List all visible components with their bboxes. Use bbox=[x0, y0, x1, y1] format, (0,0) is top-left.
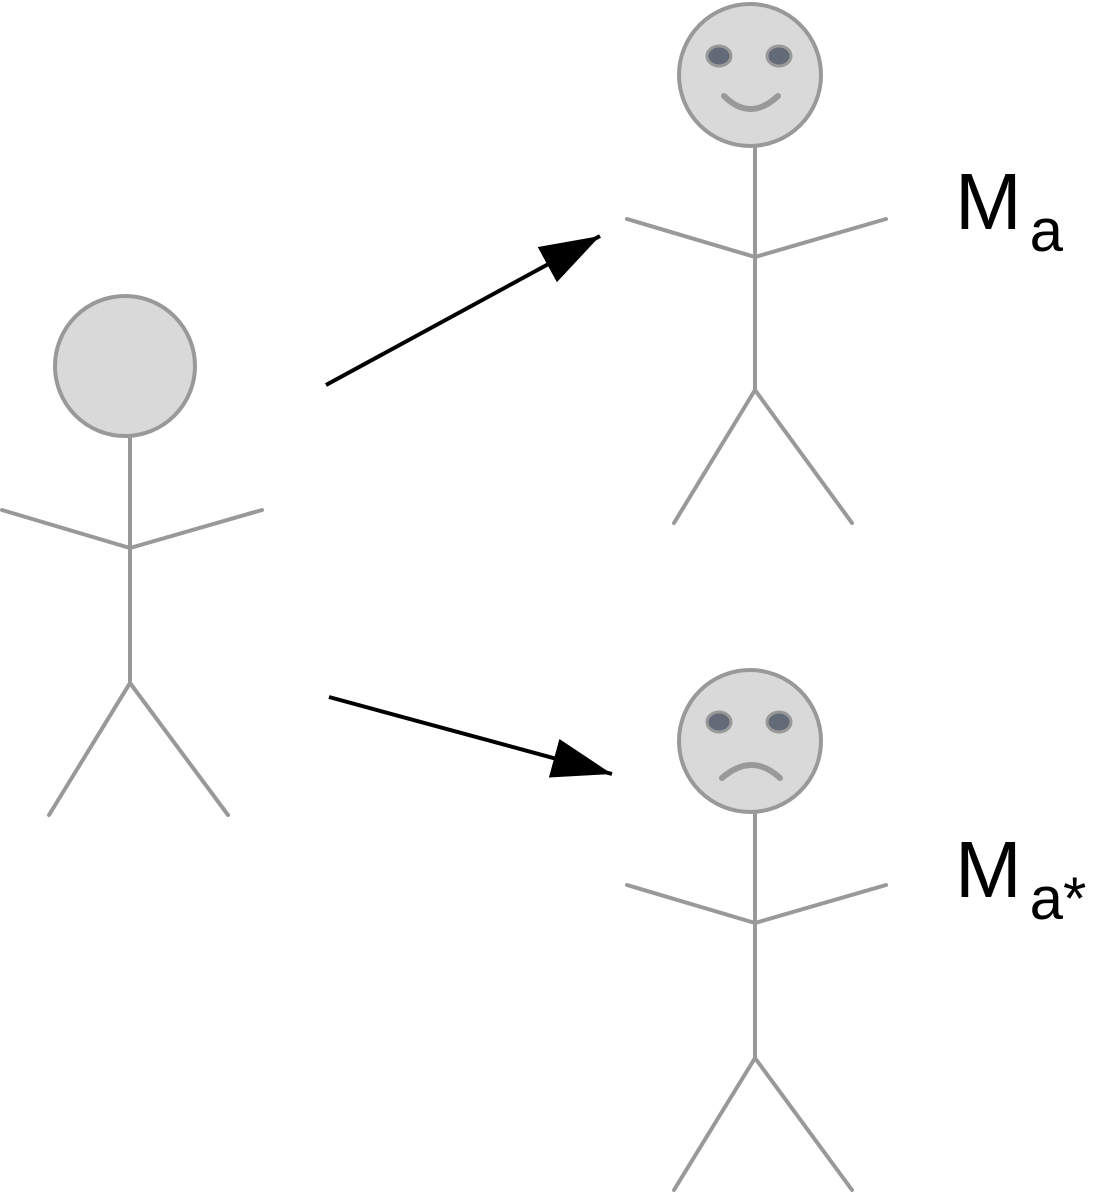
sad-head bbox=[677, 668, 823, 814]
label-happy-subscript: a bbox=[1029, 197, 1064, 264]
sad-right-eye bbox=[765, 710, 793, 734]
label-sad-main: M bbox=[955, 825, 1022, 914]
happy-eyes bbox=[705, 44, 793, 68]
source-right-arm bbox=[128, 508, 264, 550]
sad-left-arm bbox=[625, 883, 757, 925]
stick-figure-happy bbox=[625, 2, 888, 525]
stick-figure-source bbox=[0, 294, 264, 817]
stick-figure-sad bbox=[625, 668, 888, 1192]
label-sad-subscript: a* bbox=[1029, 865, 1087, 932]
sad-left-eye bbox=[705, 710, 733, 734]
sad-eyes bbox=[705, 710, 793, 734]
frown-mouth bbox=[719, 762, 783, 781]
happy-right-arm bbox=[753, 217, 888, 259]
happy-left-arm bbox=[625, 217, 757, 259]
source-left-arm bbox=[0, 508, 132, 550]
source-head bbox=[53, 294, 197, 438]
happy-right-eye bbox=[765, 44, 793, 68]
happy-head bbox=[677, 2, 823, 148]
happy-right-leg bbox=[753, 388, 854, 525]
source-right-leg bbox=[128, 681, 230, 817]
happy-left-eye bbox=[705, 44, 733, 68]
sad-left-leg bbox=[672, 1056, 757, 1192]
source-left-leg bbox=[47, 681, 132, 817]
sad-right-arm bbox=[753, 883, 888, 925]
sad-right-leg bbox=[753, 1056, 854, 1192]
arrow-to-sad bbox=[328, 695, 613, 778]
happy-left-leg bbox=[672, 388, 757, 525]
arrow-to-happy bbox=[325, 234, 601, 387]
label-happy-main: M bbox=[955, 157, 1022, 246]
smile-mouth bbox=[721, 93, 781, 112]
